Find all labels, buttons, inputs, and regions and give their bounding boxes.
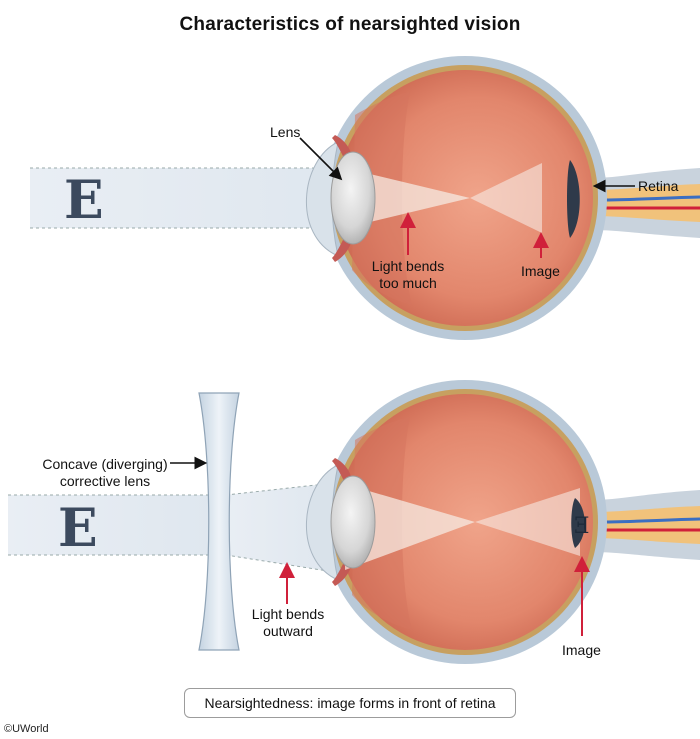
caption-box: Nearsightedness: image forms in front of… xyxy=(184,688,516,718)
bottom-light-beam xyxy=(8,495,212,555)
retina-e-icon: Ǝ xyxy=(574,514,590,539)
diagram-title: Characteristics of nearsighted vision xyxy=(179,14,521,35)
top-letter-e: E xyxy=(64,170,104,231)
top-eye-diagram xyxy=(30,56,700,340)
bottom-eye-diagram: Ǝ xyxy=(8,380,700,664)
lens-label: Lens xyxy=(270,124,301,140)
bottom-retina-image xyxy=(571,498,585,548)
bottom-light-cone xyxy=(345,484,475,570)
top-light-beam xyxy=(30,168,336,228)
bottom-bend-label: Light bends outward xyxy=(251,606,325,639)
top-bend-label: Light bends too much xyxy=(371,258,445,291)
retina-label: Retina xyxy=(638,178,679,194)
top-retina-image xyxy=(567,160,580,238)
bottom-image-label: Image xyxy=(562,642,601,658)
corrective-lens-label: Concave (diverging) corrective lens xyxy=(42,456,168,489)
copyright-text: ©UWorld xyxy=(4,723,49,735)
concave-corrective-lens xyxy=(198,392,240,651)
top-light-cone xyxy=(345,168,470,228)
top-lens xyxy=(330,151,376,245)
top-image-label: Image xyxy=(521,263,560,279)
bottom-lens xyxy=(330,475,376,569)
bottom-letter-e: E xyxy=(58,498,98,559)
